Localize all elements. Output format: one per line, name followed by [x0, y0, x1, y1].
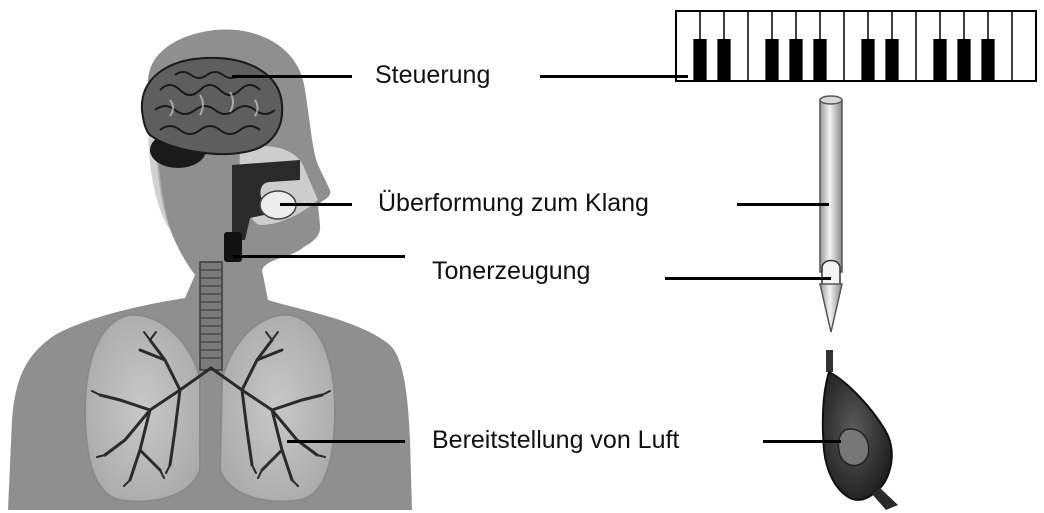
leader-line-pipe-mouth [665, 277, 831, 280]
leader-line-bellows [763, 440, 841, 443]
pipe-foot [820, 284, 842, 332]
leader-line-keyboard [540, 75, 688, 78]
bellows [823, 350, 898, 510]
pipe-body [820, 100, 842, 272]
black-key [981, 39, 994, 81]
black-key [933, 39, 946, 81]
black-key [765, 39, 778, 81]
bellows-nozzle [826, 350, 833, 372]
black-key [861, 39, 874, 81]
black-key [789, 39, 802, 81]
label-control: Steuerung [375, 63, 490, 88]
leader-line-lungs [287, 440, 405, 443]
leader-line-mouth [280, 203, 352, 206]
black-key [885, 39, 898, 81]
leader-line-larynx [233, 255, 405, 258]
pipe-top [820, 96, 842, 104]
black-key [957, 39, 970, 81]
label-tone-generation: Tonerzeugung [432, 259, 590, 284]
trachea [200, 262, 222, 370]
leader-line-brain [232, 75, 352, 78]
organ-pipe [820, 96, 842, 332]
label-shaping: Überformung zum Klang [378, 191, 649, 216]
black-key [813, 39, 826, 81]
leader-line-pipe-body [737, 203, 829, 206]
bellows-handle [872, 488, 898, 510]
black-key [693, 39, 706, 81]
label-air-supply: Bereitstellung von Luft [432, 428, 679, 453]
black-key [717, 39, 730, 81]
organ-keyboard [676, 11, 1036, 81]
